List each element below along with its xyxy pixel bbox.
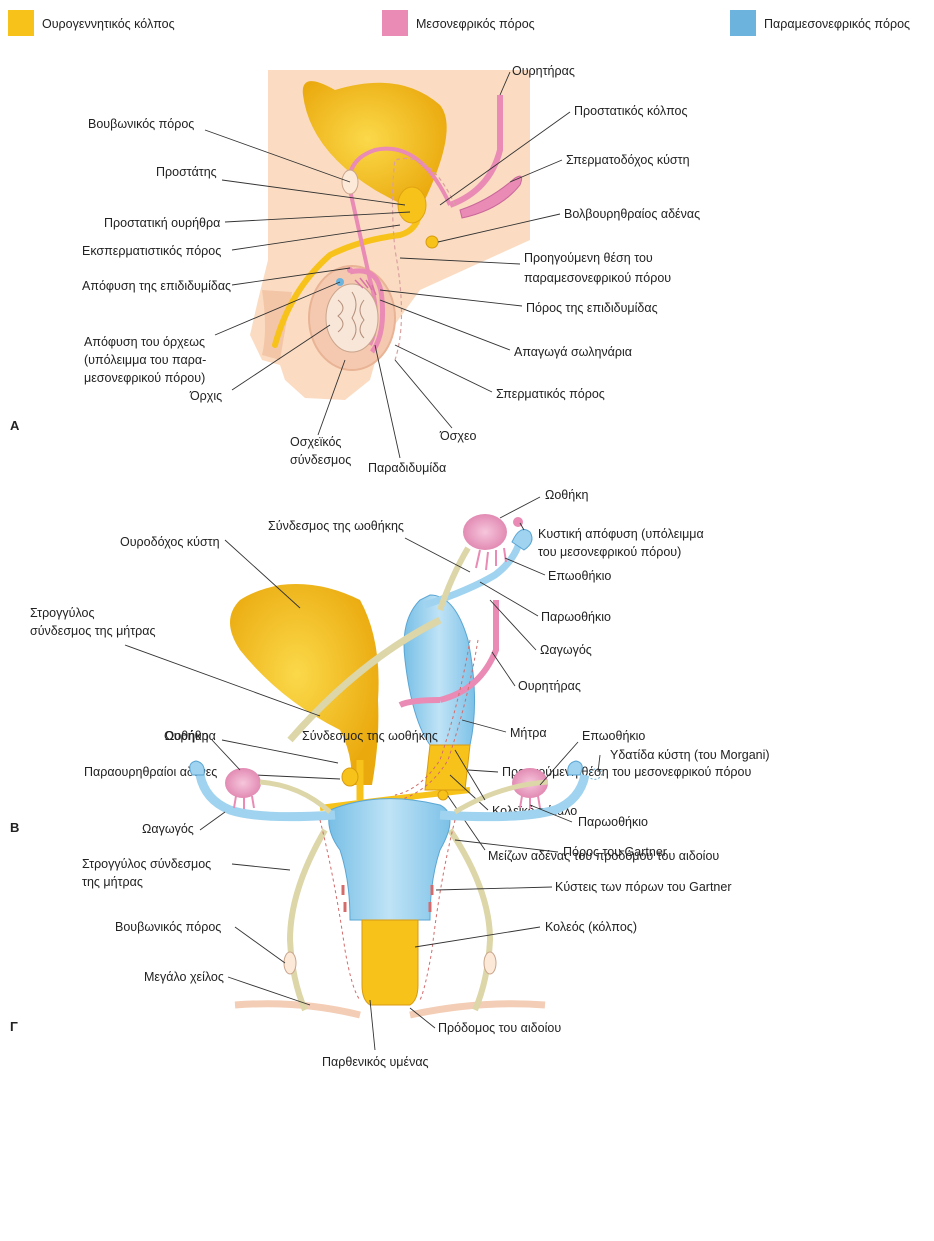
label-prostate: Προστάτης	[156, 165, 217, 179]
label-epoophoron-c: Επωοθήκιο	[582, 729, 645, 743]
label-inguinal-canal-c: Βουβωνικός πόρος	[115, 920, 221, 934]
label-round-ligament-c-line2: της μήτρας	[82, 875, 143, 889]
greater-vestibular-gland	[438, 790, 448, 800]
label-paroophoron-b: Παρωοθήκιο	[541, 610, 611, 624]
label-vagina-c: Κολεός (κόλπος)	[545, 920, 637, 934]
label-epididymis-duct: Πόρος της επιδιδυμίδας	[526, 301, 658, 315]
label-paroophoron-c: Παρωοθήκιο	[578, 815, 648, 829]
panel-b-letter: B	[10, 820, 19, 835]
uterus-frontal	[329, 799, 450, 920]
panel-a-male: A Ουρητήρας Προστατικός κόλπος Σπερματοδ…	[10, 64, 700, 475]
paraurethral-glands	[342, 768, 358, 786]
label-ureter: Ουρητήρας	[512, 64, 575, 78]
label-seminal-vesicle: Σπερματοδόχος κύστη	[566, 153, 690, 167]
label-uterine-tube-b: Ωαγωγός	[540, 643, 592, 657]
legend-label-urogenital-sinus: Ουρογεννητικός κόλπος	[42, 17, 175, 31]
bulbourethral-gland	[426, 236, 438, 248]
label-appendix-testis-line2: (υπόλειμμα του παρα-	[84, 353, 206, 367]
label-ureter-b: Ουρητήρας	[518, 679, 581, 693]
label-epoophoron-b: Επωοθήκιο	[548, 569, 611, 583]
legend: Ουρογεννητικός κόλπος Μεσονεφρικός πόρος…	[8, 10, 910, 36]
uterine-tube-lateral	[425, 540, 520, 605]
label-round-ligament-b-line2: σύνδεσμος της μήτρας	[30, 624, 156, 638]
round-ligament-right	[450, 830, 490, 1010]
legend-label-paramesonephric-duct: Παραμεσονεφρικός πόρος	[764, 17, 910, 31]
inguinal-ring-left	[284, 952, 296, 974]
inguinal-ring-right	[484, 952, 496, 974]
label-appendix-testis-line3: μεσονεφρικού πόρου)	[84, 371, 205, 385]
fimbriae-right	[568, 761, 583, 775]
label-vestibule-c: Πρόδομος του αιδοίου	[438, 1021, 561, 1035]
label-prostatic-urethra: Προστατική ουρήθρα	[104, 216, 220, 230]
vagina-frontal	[362, 920, 418, 1005]
ovarian-ligament-lateral	[440, 548, 468, 610]
label-gubernaculum-line1: Οσχεϊκός	[290, 435, 341, 449]
label-ejaculatory-duct: Εκσπερματιστικός πόρος	[82, 244, 221, 258]
label-ovarian-ligament-c: Σύνδεσμος της ωοθήκης	[302, 729, 438, 743]
legend-swatch-paramesonephric-duct	[730, 10, 756, 36]
label-appendix-testis-line1: Απόφυση του όρχεως	[84, 335, 205, 349]
label-hydatid-c: Υδατίδα κύστη (του Morgani)	[610, 748, 770, 762]
label-efferent-ductules: Απαγωγά σωληνάρια	[514, 345, 632, 359]
gartner-cysts-left	[343, 885, 345, 912]
label-labium-majus-c: Μεγάλο χείλος	[144, 970, 224, 984]
label-gartner-cysts-c: Κύστεις των πόρων του Gartner	[555, 880, 731, 894]
ovary-left	[225, 768, 261, 798]
label-former-position-line1: Προηγούμενη θέση του	[524, 251, 653, 265]
label-appendix-epididymis: Απόφυση της επιδιδυμίδας	[82, 279, 231, 293]
label-bulbourethral-gland: Βολβουρηθραίος αδένας	[564, 207, 700, 221]
label-vesicular-appendage-line1: Κυστική απόφυση (υπόλειμμα	[538, 527, 704, 541]
legend-swatch-urogenital-sinus	[8, 10, 34, 36]
female-bladder	[230, 584, 379, 785]
label-scrotum: Όσχεο	[439, 429, 477, 443]
label-gartner-duct-c: Πόρος του Gartner	[563, 845, 667, 859]
label-hymen-c: Παρθενικός υμένας	[322, 1055, 429, 1069]
label-testis: Όρχις	[189, 389, 222, 403]
vaginal-plate	[425, 745, 470, 790]
epoophoron-left	[234, 796, 254, 809]
label-former-position-line2: παραμεσονεφρικού πόρου	[524, 271, 671, 285]
label-uterine-tube-c: Ωαγωγός	[142, 822, 194, 836]
label-round-ligament-c-line1: Στρογγύλος σύνδεσμος	[82, 857, 211, 871]
ovary-lateral	[463, 514, 507, 550]
labia-left	[235, 1004, 360, 1015]
ovarian-ligament-left	[260, 782, 330, 812]
panel-c-letter: Γ	[10, 1019, 18, 1034]
legend-label-mesonephric-duct: Μεσονεφρικός πόρος	[416, 17, 535, 31]
label-bladder-b: Ουροδόχος κύστη	[120, 535, 220, 549]
label-vesicular-appendage-line2: του μεσονεφρικού πόρου)	[538, 545, 681, 559]
legend-swatch-mesonephric-duct	[382, 10, 408, 36]
label-gubernaculum-line2: σύνδεσμος	[290, 453, 351, 467]
fimbriae-left	[190, 761, 205, 775]
panel-a-letter: A	[10, 418, 20, 433]
label-paradidymis: Παραδιδυμίδα	[368, 461, 446, 475]
label-ovarian-ligament-b: Σύνδεσμος της ωοθήκης	[268, 519, 404, 533]
label-inguinal-canal: Βουβωνικός πόρος	[88, 117, 194, 131]
panel-c-female-frontal: Γ Ωοθήκη Σύνδεσμος της ωοθήκης Επωοθήκιο…	[10, 729, 770, 1069]
round-ligament-left	[290, 830, 325, 1010]
label-vas-deferens: Σπερματικός πόρος	[496, 387, 605, 401]
label-round-ligament-b-line1: Στρογγύλος	[30, 606, 95, 620]
label-uterus-b: Μήτρα	[510, 726, 547, 740]
label-prostatic-utricle: Προστατικός κόλπος	[574, 104, 688, 118]
label-ovary-b: Ωοθήκη	[545, 488, 588, 502]
label-ovary-c: Ωοθήκη	[165, 729, 208, 743]
